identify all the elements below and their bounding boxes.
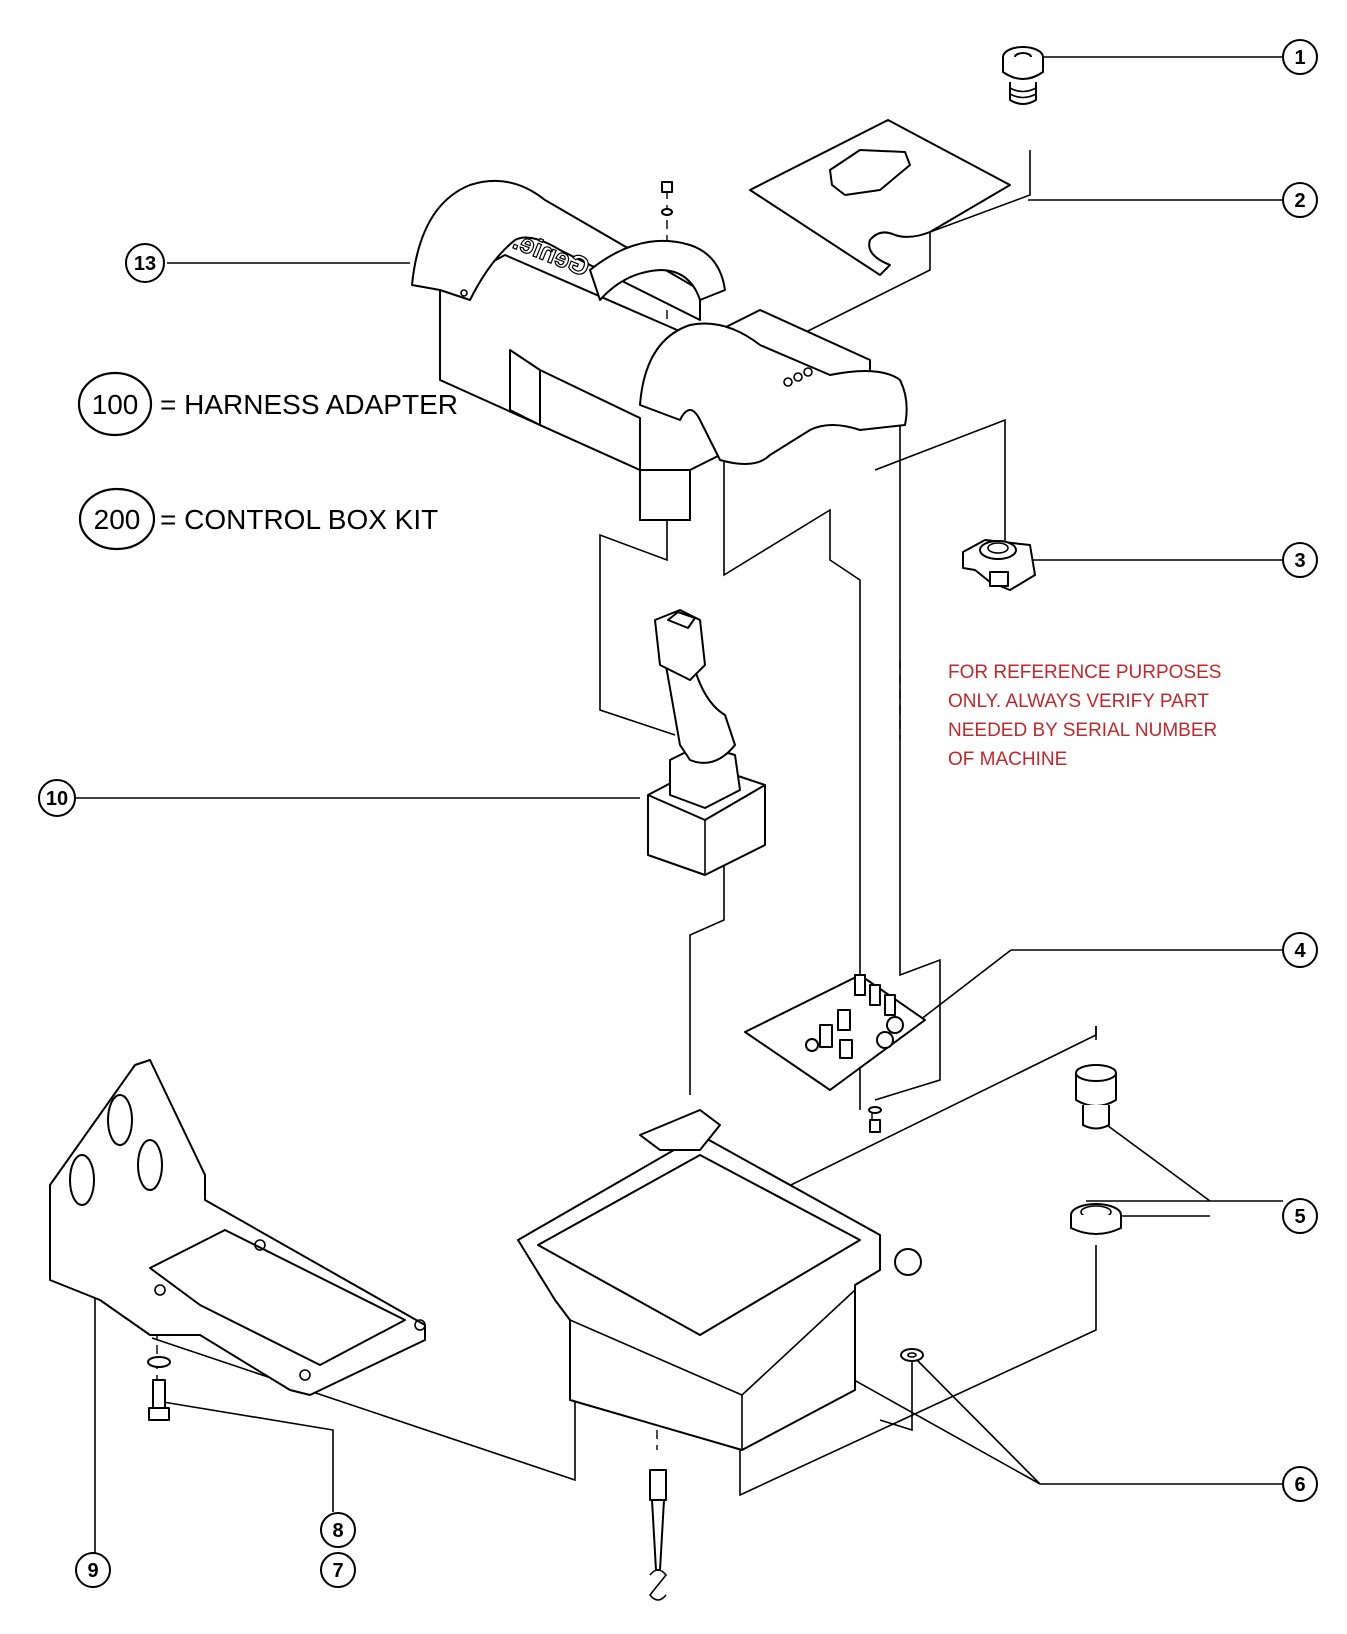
callout-6-label: 6	[1294, 1474, 1305, 1496]
part-screw-top	[661, 181, 673, 216]
part-control-box-base	[517, 1109, 922, 1451]
callout-6: 6	[1282, 1466, 1318, 1502]
callout-4-label: 4	[1294, 940, 1306, 962]
part-decal-2	[749, 119, 1011, 276]
callout-8: 8	[320, 1512, 356, 1548]
alignment-lines	[151, 150, 1097, 1497]
part-bracket-9	[49, 1059, 426, 1396]
reference-note: FOR REFERENCE PURPOSES ONLY. ALWAYS VERI…	[948, 662, 1221, 770]
part-joystick-10	[647, 609, 766, 876]
callout-5: 5	[1282, 1198, 1318, 1234]
callout-13: 13	[125, 243, 165, 283]
note-line-2: ONLY. ALWAYS VERIFY PART	[948, 691, 1209, 712]
callout-7: 7	[320, 1552, 356, 1588]
callout-9: 9	[75, 1552, 111, 1588]
legend-harness-label: = HARNESS ADAPTER	[160, 389, 458, 420]
callout-2-label: 2	[1294, 190, 1305, 212]
part-fittings-6	[648, 1348, 924, 1601]
callout-9-label: 9	[87, 1560, 98, 1582]
callout-1-label: 1	[1294, 47, 1305, 69]
callout-13-label: 13	[134, 253, 156, 275]
callout-8-label: 8	[332, 1520, 343, 1542]
part-knob-1	[1002, 46, 1044, 105]
legend-control-box-kit: 200 = CONTROL BOX KIT	[78, 487, 438, 551]
part-screw-mid	[868, 1106, 882, 1133]
note-line-1: FOR REFERENCE PURPOSES	[948, 662, 1221, 683]
callout-10-label: 10	[46, 788, 68, 810]
note-line-4: OF MACHINE	[948, 749, 1067, 770]
leader-lines	[75, 56, 1283, 1568]
legend-kit-number: 200	[94, 504, 141, 535]
note-line-3: NEEDED BY SERIAL NUMBER	[948, 720, 1217, 741]
callout-5-label: 5	[1294, 1206, 1305, 1228]
callout-1: 1	[1282, 39, 1318, 75]
part-screw-washer-7-8	[147, 1356, 171, 1421]
part-lid-13: Genie.	[411, 179, 908, 521]
part-circuit-board-4	[744, 974, 926, 1091]
callout-10: 10	[38, 779, 76, 817]
part-switch-3	[962, 539, 1036, 591]
callout-4: 4	[1282, 932, 1318, 968]
legend-harness-number: 100	[92, 389, 139, 420]
callout-2: 2	[1282, 182, 1318, 218]
callout-3: 3	[1282, 542, 1318, 578]
legend-harness-adapter: 100 = HARNESS ADAPTER	[77, 371, 458, 437]
part-button-5	[1070, 1064, 1122, 1235]
callout-7-label: 7	[332, 1560, 343, 1582]
callout-3-label: 3	[1294, 550, 1305, 572]
legend-kit-label: = CONTROL BOX KIT	[160, 504, 438, 535]
